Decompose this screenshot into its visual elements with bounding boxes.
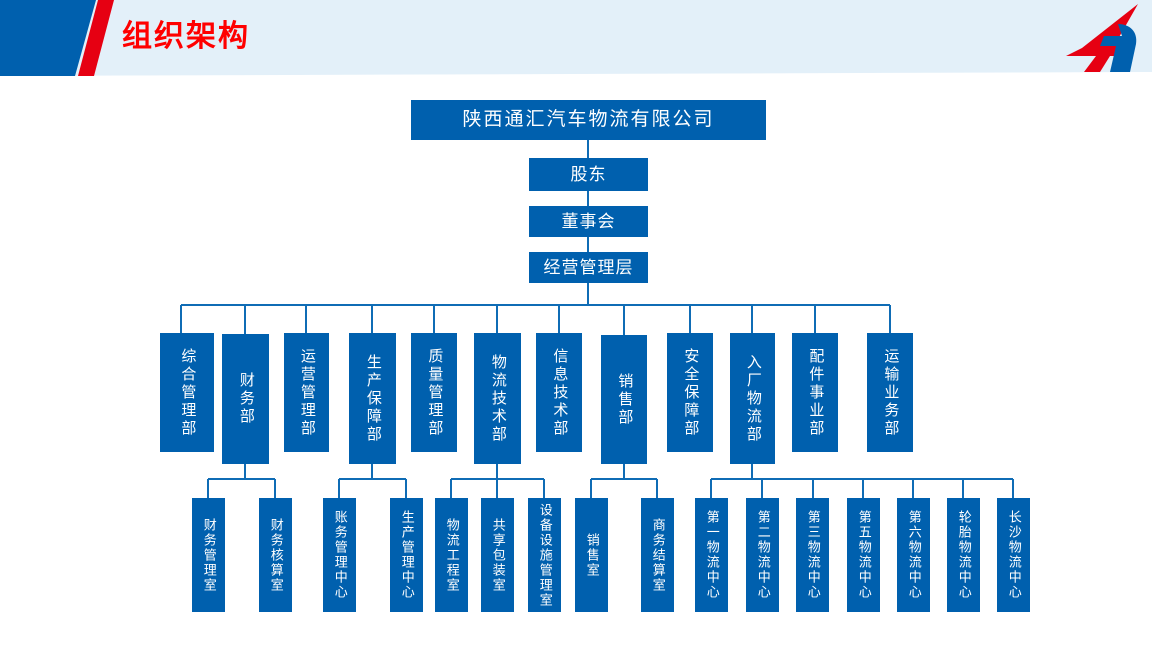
org-node-dept-finance[interactable]: 财务部 <box>222 334 269 464</box>
org-node-dept-transport-business[interactable]: 运输业务部 <box>867 333 913 452</box>
org-node-label: 财务部 <box>237 372 255 426</box>
company-logo-icon <box>1066 4 1138 72</box>
org-node-sub-equipment-facility-mgmt-office[interactable]: 设备设施管理室 <box>528 498 561 612</box>
org-node-label: 第一物流中心 <box>704 510 720 600</box>
org-node-label: 股东 <box>570 164 607 184</box>
org-node-sub-finance-accounting-office[interactable]: 财务核算室 <box>259 498 292 612</box>
org-node-sub-logistics-center-1[interactable]: 第一物流中心 <box>695 498 728 612</box>
org-node-label: 长沙物流中心 <box>1006 510 1022 600</box>
org-node-label: 生产保障部 <box>364 353 382 444</box>
org-node-label: 第三物流中心 <box>805 510 821 600</box>
org-node-sub-logistics-center-2[interactable]: 第二物流中心 <box>746 498 779 612</box>
org-node-root[interactable]: 陕西通汇汽车物流有限公司 <box>411 100 766 140</box>
org-node-label: 财务管理室 <box>201 517 217 593</box>
org-node-dept-production-support[interactable]: 生产保障部 <box>349 333 396 464</box>
org-node-sub-tire-logistics-center[interactable]: 轮胎物流中心 <box>947 498 980 612</box>
org-node-management[interactable]: 经营管理层 <box>529 252 648 283</box>
org-node-label: 销售室 <box>584 532 600 578</box>
org-node-dept-safety[interactable]: 安全保障部 <box>667 333 713 452</box>
org-node-label: 轮胎物流中心 <box>956 510 972 600</box>
org-node-label: 销售部 <box>616 372 634 427</box>
page-title: 组织架构 <box>122 20 250 53</box>
org-node-sub-production-mgmt-center[interactable]: 生产管理中心 <box>390 498 423 612</box>
header-band <box>0 0 1152 76</box>
org-node-dept-it[interactable]: 信息技术部 <box>536 333 582 452</box>
org-node-sub-business-settlement-office[interactable]: 商务结算室 <box>641 498 674 612</box>
org-node-sub-logistics-center-3[interactable]: 第三物流中心 <box>796 498 829 612</box>
org-chart: 陕西通汇汽车物流有限公司 股东 董事会 经营管理层 综合管理部 财务部 运营管理… <box>0 78 1152 649</box>
org-node-label: 第五物流中心 <box>856 510 872 600</box>
org-node-label: 生产管理中心 <box>399 510 415 600</box>
org-node-label: 综合管理部 <box>179 347 197 438</box>
org-node-label: 安全保障部 <box>682 347 700 438</box>
org-node-label: 陕西通汇汽车物流有限公司 <box>462 109 715 131</box>
org-node-label: 商务结算室 <box>650 517 666 593</box>
org-node-label: 物流工程室 <box>444 517 460 593</box>
org-node-sub-finance-mgmt-office[interactable]: 财务管理室 <box>192 498 225 612</box>
org-node-label: 入厂物流部 <box>744 353 762 444</box>
org-node-label: 质量管理部 <box>426 347 444 438</box>
org-node-sub-accounting-mgmt-center[interactable]: 账务管理中心 <box>323 498 356 612</box>
org-node-label: 运输业务部 <box>882 347 900 438</box>
org-node-sub-shared-packaging-office[interactable]: 共享包装室 <box>481 498 514 612</box>
org-node-label: 共享包装室 <box>490 517 506 593</box>
org-node-dept-sales[interactable]: 销售部 <box>601 335 647 464</box>
org-node-label: 运营管理部 <box>298 347 316 438</box>
org-node-dept-parts-division[interactable]: 配件事业部 <box>792 333 838 452</box>
org-node-dept-quality[interactable]: 质量管理部 <box>411 333 457 452</box>
page-header: 组织架构 <box>0 0 1152 78</box>
org-node-label: 配件事业部 <box>807 347 825 438</box>
org-node-label: 第二物流中心 <box>755 510 771 600</box>
org-node-board[interactable]: 董事会 <box>529 206 648 237</box>
org-node-sub-logistics-center-6[interactable]: 第六物流中心 <box>897 498 930 612</box>
org-node-sub-sales-office[interactable]: 销售室 <box>575 498 608 612</box>
org-node-sub-logistics-engineering-office[interactable]: 物流工程室 <box>435 498 468 612</box>
org-node-shareholders[interactable]: 股东 <box>529 158 648 191</box>
org-node-sub-logistics-center-5[interactable]: 第五物流中心 <box>847 498 880 612</box>
org-node-sub-changsha-logistics-center[interactable]: 长沙物流中心 <box>997 498 1030 612</box>
org-node-dept-comprehensive[interactable]: 综合管理部 <box>160 333 214 452</box>
org-node-label: 董事会 <box>561 211 616 231</box>
org-node-label: 第六物流中心 <box>906 510 922 600</box>
org-node-dept-logistics-tech[interactable]: 物流技术部 <box>474 333 521 464</box>
org-node-label: 设备设施管理室 <box>537 502 553 608</box>
org-node-label: 经营管理层 <box>543 257 634 277</box>
org-node-label: 物流技术部 <box>489 353 507 444</box>
org-node-label: 账务管理中心 <box>332 510 348 600</box>
org-node-label: 财务核算室 <box>268 517 284 593</box>
org-node-dept-inbound-logistics[interactable]: 入厂物流部 <box>730 333 775 464</box>
org-node-dept-operations[interactable]: 运营管理部 <box>284 333 329 452</box>
org-node-label: 信息技术部 <box>551 347 569 438</box>
